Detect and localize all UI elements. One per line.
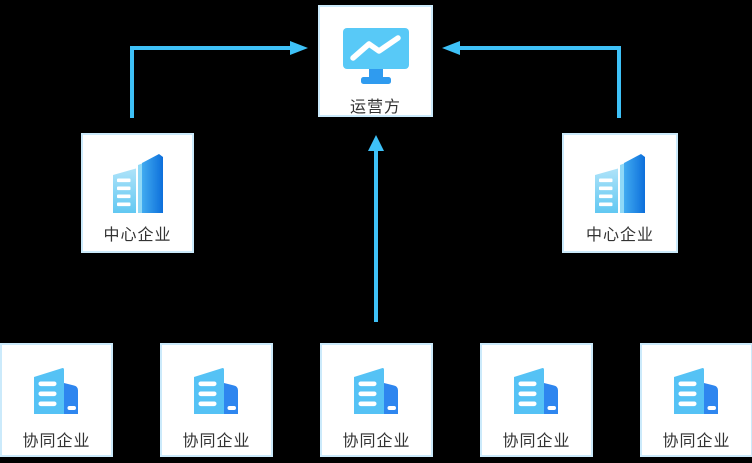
node-collab-enterprise-5: 协同企业: [640, 343, 752, 457]
node-collab-1-label: 协同企业: [22, 433, 91, 450]
node-center-left-label: 中心企业: [103, 227, 172, 244]
arrow-center-left-to-operator: [130, 41, 308, 118]
collab-building-icon: [511, 364, 563, 418]
node-collab-4-label: 协同企业: [502, 433, 571, 450]
collab-building-icon: [351, 364, 403, 418]
collab-building-icon: [191, 364, 243, 418]
node-collab-enterprise-1: 协同企业: [0, 343, 113, 457]
node-collab-enterprise-2: 协同企业: [160, 343, 273, 457]
node-collab-2-label: 协同企业: [182, 433, 251, 450]
node-center-right-label: 中心企业: [585, 227, 654, 244]
arrow-center-right-to-operator: [442, 41, 621, 118]
node-collab-3-label: 协同企业: [342, 433, 411, 450]
arrow-collab-to-operator: [368, 135, 384, 322]
monitor-chart-icon: [342, 28, 409, 86]
node-center-enterprise-right: 中心企业: [562, 133, 678, 253]
node-collab-5-label: 协同企业: [662, 433, 731, 450]
office-buildings-icon: [588, 151, 652, 217]
collab-building-icon: [31, 364, 83, 418]
node-operator-label: 运营方: [349, 99, 401, 116]
node-collab-enterprise-4: 协同企业: [480, 343, 593, 457]
node-operator: 运营方: [318, 5, 433, 117]
node-center-enterprise-left: 中心企业: [81, 133, 194, 253]
node-collab-enterprise-3: 协同企业: [320, 343, 433, 457]
collab-building-icon: [671, 364, 723, 418]
office-buildings-icon: [106, 151, 170, 217]
